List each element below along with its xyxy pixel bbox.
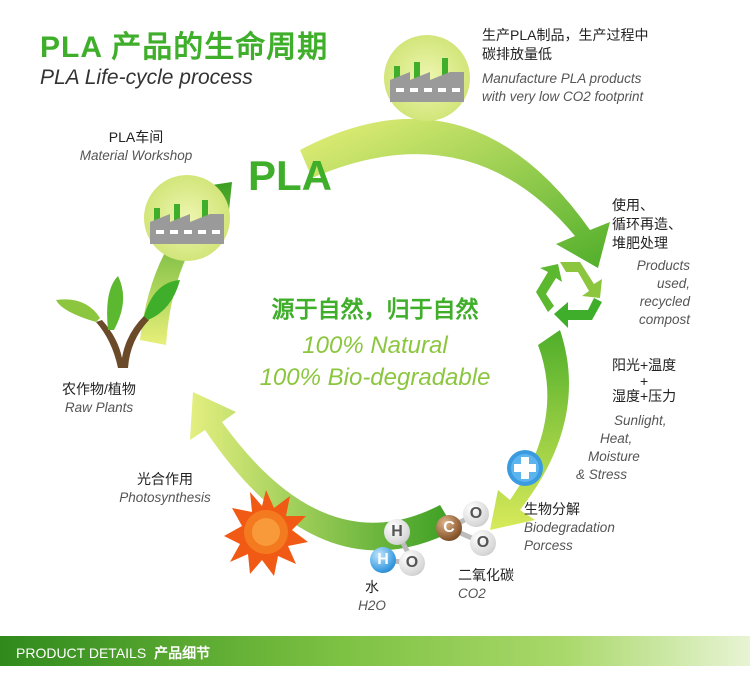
workshop-label: PLA车间 Material Workshop bbox=[79, 129, 193, 163]
footer-bar bbox=[0, 636, 750, 666]
medical-plus-icon bbox=[507, 450, 543, 486]
biodegradation-label: 生物分解 Biodegradation Porcess bbox=[524, 501, 615, 553]
natural-line: 100% Natural bbox=[302, 332, 448, 359]
biodegradable-line: 100% Bio-degradable bbox=[259, 364, 491, 391]
photosynthesis-label: 光合作用 Photosynthesis bbox=[119, 471, 211, 505]
oxygen-atom: O bbox=[463, 501, 489, 527]
products-used-label: 使用、 循环再造、 堆肥处理 Products used, recycled c… bbox=[612, 197, 690, 327]
pla-label: PLA bbox=[248, 152, 332, 199]
conditions-en-label: Sunlight, Heat, Moisture & Stress bbox=[576, 413, 667, 482]
hydrogen-atom: H bbox=[384, 519, 410, 545]
arrow-right bbox=[490, 330, 569, 530]
carbon-atom: C bbox=[436, 515, 462, 541]
oxygen-atom: O bbox=[399, 550, 425, 576]
sun-icon bbox=[224, 490, 308, 576]
arrow-bottom bbox=[190, 392, 455, 551]
raw-plants-label: 农作物/植物 Raw Plants bbox=[62, 381, 136, 415]
page-subtitle: PLA Life-cycle process bbox=[40, 66, 253, 89]
slogan: 源于自然，归于自然 bbox=[271, 296, 479, 322]
plant-icon bbox=[56, 276, 180, 368]
page-title: PLA 产品的生命周期 bbox=[40, 31, 329, 64]
arrow-top bbox=[300, 118, 610, 268]
water-label: 水 H2O bbox=[358, 579, 386, 613]
recycle-icon bbox=[536, 262, 602, 328]
factory-icon bbox=[390, 58, 464, 102]
manufacture-label: 生产PLA制品，生产过程中 碳排放量低 Manufacture PLA prod… bbox=[482, 27, 649, 104]
co2-label: 二氧化碳 CO2 bbox=[458, 567, 514, 601]
conditions-label: 阳光+温度 + 湿度+压力 bbox=[612, 357, 677, 404]
factory-icon bbox=[150, 200, 224, 244]
oxygen-atom: O bbox=[470, 530, 496, 556]
hydrogen-atom: H bbox=[370, 547, 396, 573]
